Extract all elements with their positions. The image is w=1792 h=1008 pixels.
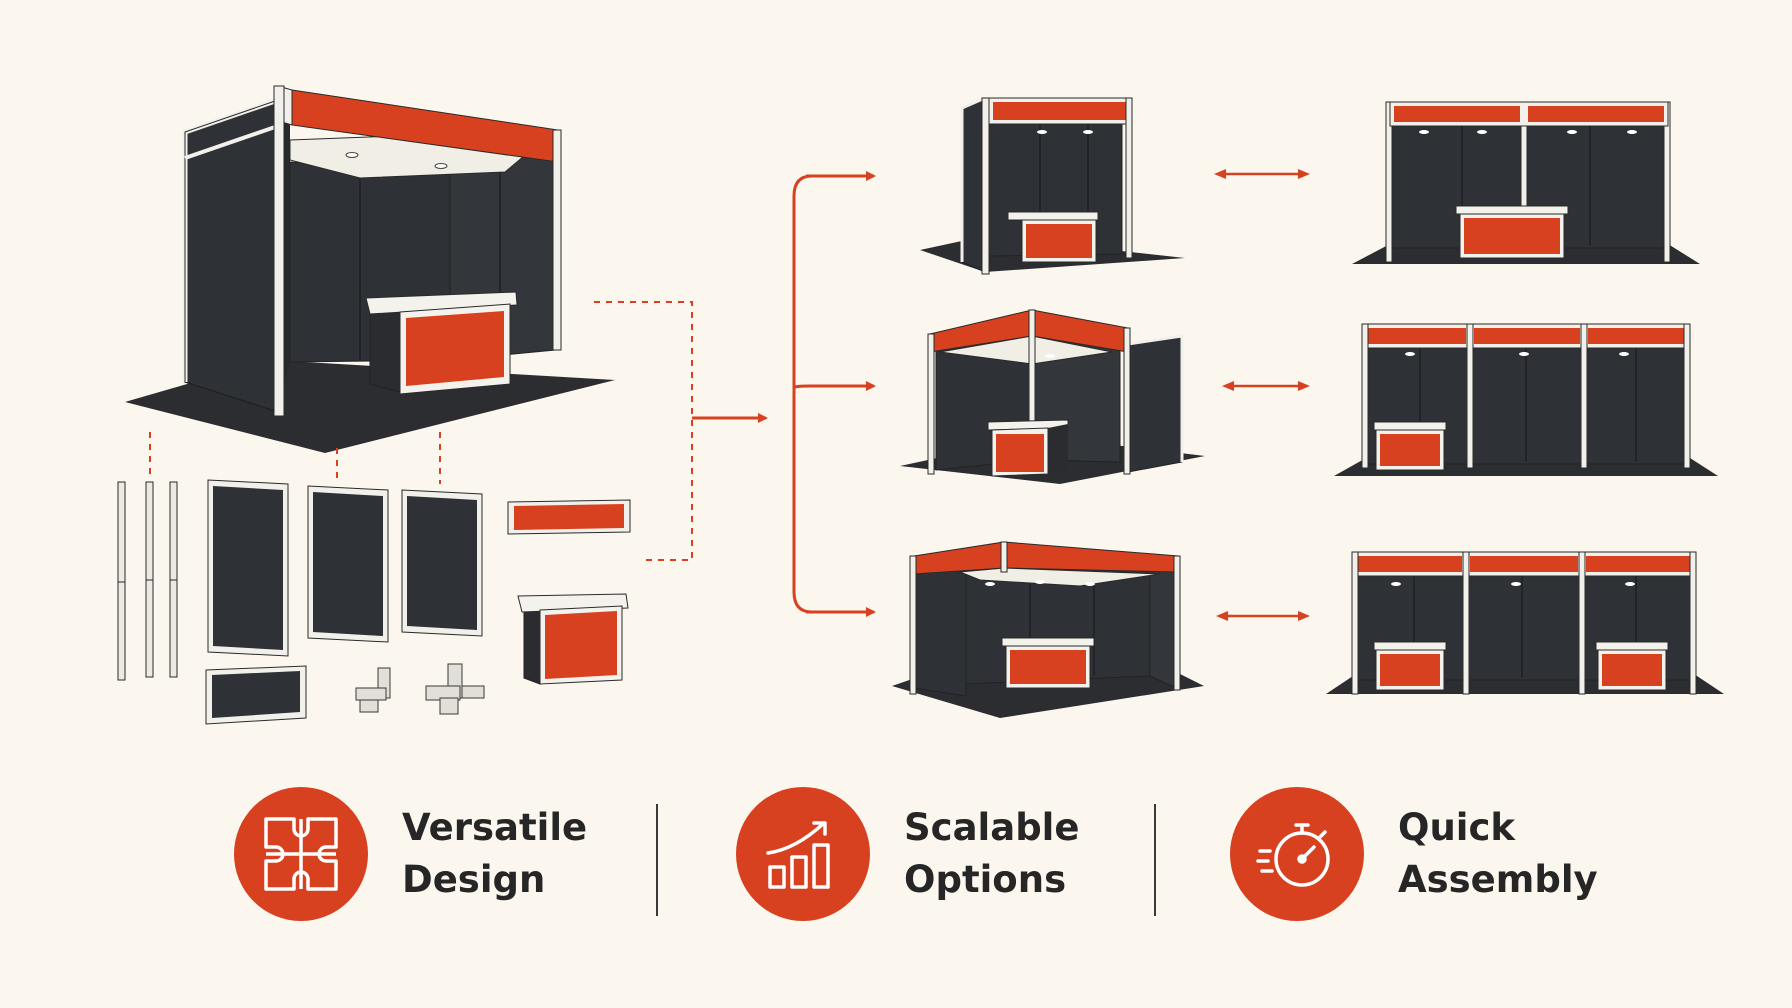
- dashed-guides: [149, 301, 693, 561]
- feature-title-line2: Options: [904, 858, 1067, 901]
- feature-label: Versatile Design: [402, 802, 587, 906]
- feature-divider: [656, 804, 658, 916]
- feature-title-line2: Assembly: [1398, 858, 1598, 901]
- feature-versatile-design: Versatile Design: [234, 786, 587, 922]
- feature-label: Scalable Options: [904, 802, 1079, 906]
- config-double-booth: [1352, 101, 1700, 264]
- puzzle-icon: [234, 787, 368, 921]
- config-wide-booth: [892, 541, 1204, 718]
- feature-quick-assembly: Quick Assembly: [1230, 786, 1598, 922]
- branch-bracket: [792, 171, 876, 617]
- stopwatch-icon: [1230, 787, 1364, 921]
- feature-title-line1: Versatile: [402, 806, 588, 849]
- config-triple-booth: [1334, 323, 1718, 476]
- assembled-booth: [125, 85, 615, 453]
- feature-title-line1: Scalable: [904, 806, 1080, 849]
- growth-chart-icon: [736, 787, 870, 921]
- counter-component: [517, 593, 629, 685]
- config-corner-booth: [900, 309, 1205, 484]
- config-triple-booth-dual-counter: [1326, 551, 1724, 695]
- corner-connectors: [355, 663, 485, 715]
- config-single-booth: [920, 96, 1185, 275]
- feature-label: Quick Assembly: [1398, 802, 1598, 906]
- booth-components: [117, 479, 631, 725]
- feature-title-line1: Quick: [1398, 806, 1516, 849]
- aluminum-poles: [117, 481, 178, 681]
- feature-divider: [1154, 804, 1156, 916]
- wall-panels: [205, 479, 483, 725]
- feature-scalable-options: Scalable Options: [736, 786, 1079, 922]
- feature-title-line2: Design: [402, 858, 546, 901]
